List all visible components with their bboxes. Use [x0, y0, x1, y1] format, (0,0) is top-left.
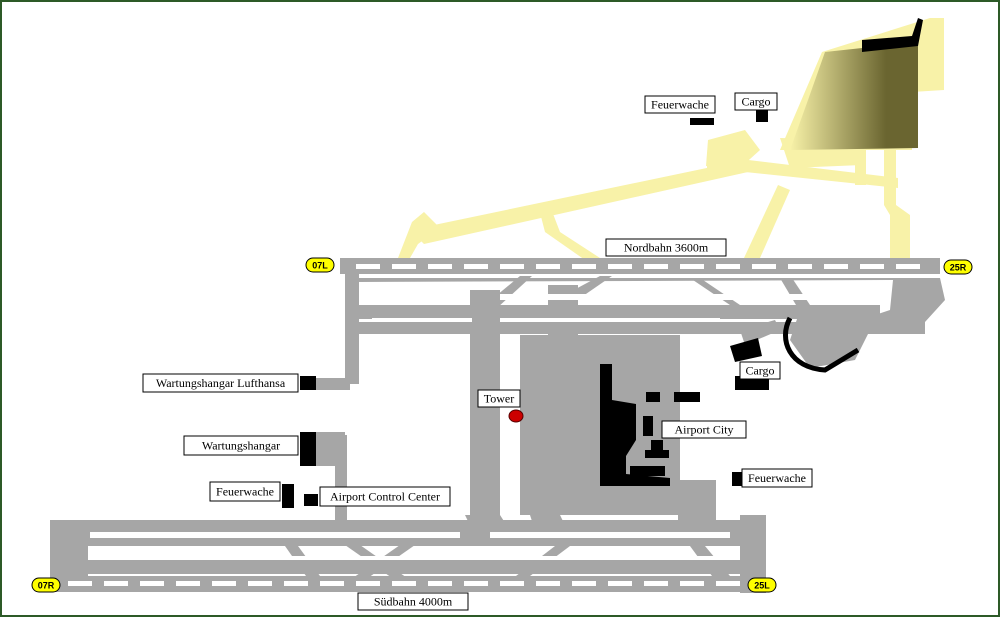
terminal-1-building — [600, 364, 670, 486]
tower-marker — [508, 409, 524, 423]
label-feuerwache-north: Feuerwache — [644, 95, 716, 114]
label-nordbahn-text: Nordbahn 3600m — [624, 241, 709, 255]
runway-north-strip — [340, 258, 940, 274]
feuerwache-west-building — [282, 484, 294, 508]
label-wartungshangar-text: Wartungshangar — [202, 439, 280, 453]
north-building-bar — [862, 18, 923, 52]
label-feuerwache-east-text: Feuerwache — [748, 471, 806, 485]
runway-badge-07r-text: 07R — [38, 581, 55, 591]
runway-badge-25r-text: 25R — [950, 263, 967, 273]
wartungshangar-building — [300, 432, 316, 466]
label-airport-city-text: Airport City — [675, 423, 734, 437]
label-feuerwache-north-text: Feuerwache — [651, 98, 709, 112]
runway-north-centerline — [356, 264, 920, 269]
runway-badge-25l-text: 25L — [754, 581, 770, 591]
label-suedbahn-text: Südbahn 4000m — [374, 595, 453, 609]
label-tower-text: Tower — [484, 392, 514, 406]
label-feuerwache-east: Feuerwache — [741, 468, 813, 488]
label-airport-control-center: Airport Control Center — [319, 486, 451, 507]
label-nordbahn: Nordbahn 3600m — [605, 238, 727, 257]
runway-markings — [90, 294, 880, 560]
label-wartungshangar: Wartungshangar — [183, 435, 299, 456]
terminal-3-building — [790, 42, 918, 150]
label-cargo-east: Cargo — [739, 361, 781, 380]
label-cargo-north-text: Cargo — [741, 95, 770, 109]
cargo-north-building — [756, 110, 768, 122]
feuerwache-north-building — [690, 118, 714, 125]
runway-badge-07l-text: 07L — [312, 261, 328, 271]
runway-badge-25r: 25R — [943, 259, 973, 275]
terminal-2-outline — [783, 316, 860, 373]
label-wartungshangar-lufthansa: Wartungshangar Lufthansa — [142, 373, 299, 393]
label-airport-control-center-text: Airport Control Center — [330, 490, 440, 504]
label-cargo-north: Cargo — [734, 92, 778, 111]
runway-badge-07l: 07L — [305, 257, 335, 273]
buildings — [282, 338, 769, 508]
label-wartungshangar-lufthansa-text: Wartungshangar Lufthansa — [156, 376, 286, 390]
label-suedbahn: Südbahn 4000m — [357, 592, 469, 611]
runway-south-centerline — [68, 581, 740, 586]
runway-badge-07r: 07R — [31, 577, 61, 593]
label-feuerwache-west: Feuerwache — [209, 481, 281, 502]
label-feuerwache-west-text: Feuerwache — [216, 485, 274, 499]
feuerwache-east-building — [732, 472, 742, 486]
lufthansa-hangar-building — [300, 376, 316, 390]
label-airport-city: Airport City — [661, 420, 747, 439]
acc-building — [304, 494, 318, 506]
airfield-pavement — [50, 258, 945, 593]
runway-badge-25l: 25L — [747, 577, 777, 593]
label-cargo-east-text: Cargo — [745, 364, 774, 378]
label-tower: Tower — [477, 389, 521, 408]
